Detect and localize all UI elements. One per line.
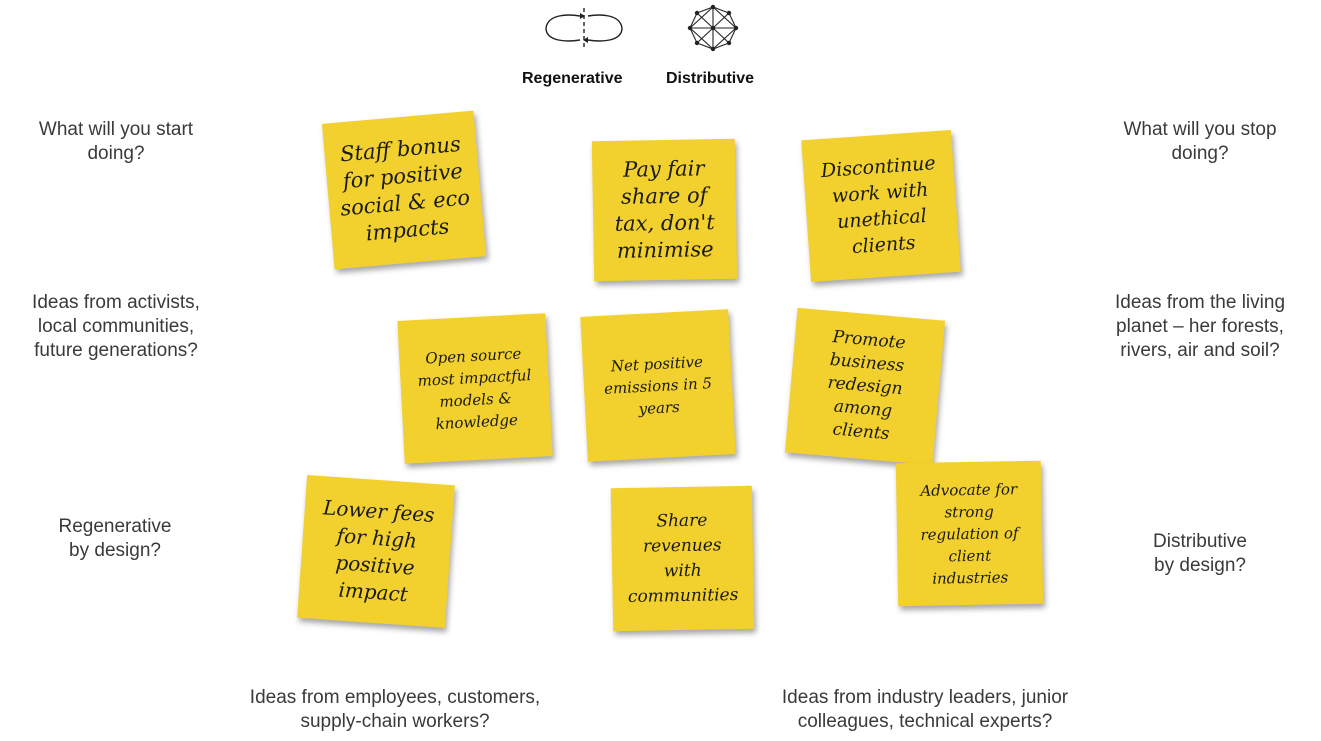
sticky-note-text: Net positive emissions in 5 years bbox=[603, 352, 713, 418]
prompt-start: What will you start doing? bbox=[38, 119, 194, 164]
sticky-note-promote: Promote business redesign among clients bbox=[784, 307, 946, 466]
header: Regenerative Distributive bbox=[500, 0, 800, 100]
sticky-note-advocate: Advocate for strong regulation of client… bbox=[895, 460, 1044, 607]
prompt-regenerative-design: Regenerative by design? bbox=[58, 516, 172, 561]
sticky-note-text: Staff bonus for positive social & eco im… bbox=[339, 131, 471, 246]
prompt-distributive-design: Distributive by design? bbox=[1153, 531, 1247, 576]
sticky-note-staff-bonus: Staff bonus for positive social & eco im… bbox=[321, 110, 487, 270]
sticky-note-fair-tax: Pay fair share of tax, don't minimise bbox=[591, 138, 738, 282]
sticky-note-net-positive: Net positive emissions in 5 years bbox=[580, 309, 736, 462]
loop-arrows-icon bbox=[545, 8, 623, 48]
prompt-stop: What will you stop doing? bbox=[1123, 119, 1277, 164]
prompt-planet: Ideas from the living planet – her fores… bbox=[1114, 292, 1286, 361]
prompt-leaders: Ideas from industry leaders, junior coll… bbox=[781, 687, 1069, 732]
sticky-note-text: Share revenues with communities bbox=[627, 510, 739, 607]
sticky-note-text: Promote business redesign among clients bbox=[826, 327, 907, 445]
sticky-note-discontinue: Discontinue work with unethical clients bbox=[801, 129, 961, 283]
sticky-note-text: Pay fair share of tax, don't minimise bbox=[614, 156, 715, 263]
sticky-note-lower-fees: Lower fees for high positive impact bbox=[297, 475, 455, 628]
sticky-note-share-revenues: Share revenues with communities bbox=[610, 485, 755, 632]
regenerative-label: Regenerative bbox=[522, 70, 623, 87]
sticky-note-text: Open source most impactful models & know… bbox=[417, 344, 532, 433]
sticky-note-text: Lower fees for high positive impact bbox=[322, 494, 436, 606]
prompt-employees: Ideas from employees, customers, supply-… bbox=[249, 687, 541, 732]
sticky-note-text: Advocate for strong regulation of client… bbox=[920, 479, 1019, 588]
network-globe-icon bbox=[687, 4, 739, 52]
sticky-note-open-source: Open source most impactful models & know… bbox=[397, 313, 553, 464]
prompt-activists: Ideas from activists, local communities,… bbox=[32, 292, 200, 361]
sticky-note-text: Discontinue work with unethical clients bbox=[820, 152, 937, 259]
distributive-label: Distributive bbox=[666, 70, 755, 87]
